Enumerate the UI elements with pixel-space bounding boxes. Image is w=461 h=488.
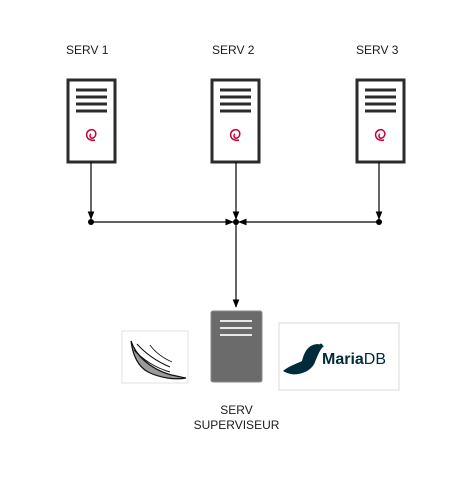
supervisor-label-line2: SUPERVISEUR [193,418,280,432]
connector-lines [87,162,383,308]
mariadb-seal-icon [283,343,324,375]
svg-text:MariaDB: MariaDB [322,351,386,368]
supervisor-label-line1: SERV [220,403,253,417]
mariadb-logo: MariaDB [278,322,400,391]
server-1-icon[interactable] [66,78,117,164]
mariadb-text-maria: Maria [322,351,364,368]
debian-swirl-icon [374,128,386,141]
server-2-icon[interactable] [210,78,261,164]
junction-dots [88,219,382,225]
serv-1-label: SERV 1 [66,43,109,57]
swift-logo-icon [121,330,189,384]
supervisor-server-icon[interactable] [210,310,263,383]
serv-3-label: SERV 3 [356,43,399,57]
server-3-icon[interactable] [355,78,406,164]
debian-swirl-icon [229,128,241,141]
debian-swirl-icon [85,128,97,141]
serv-2-label: SERV 2 [212,43,255,57]
mariadb-text-db: DB [364,351,386,368]
